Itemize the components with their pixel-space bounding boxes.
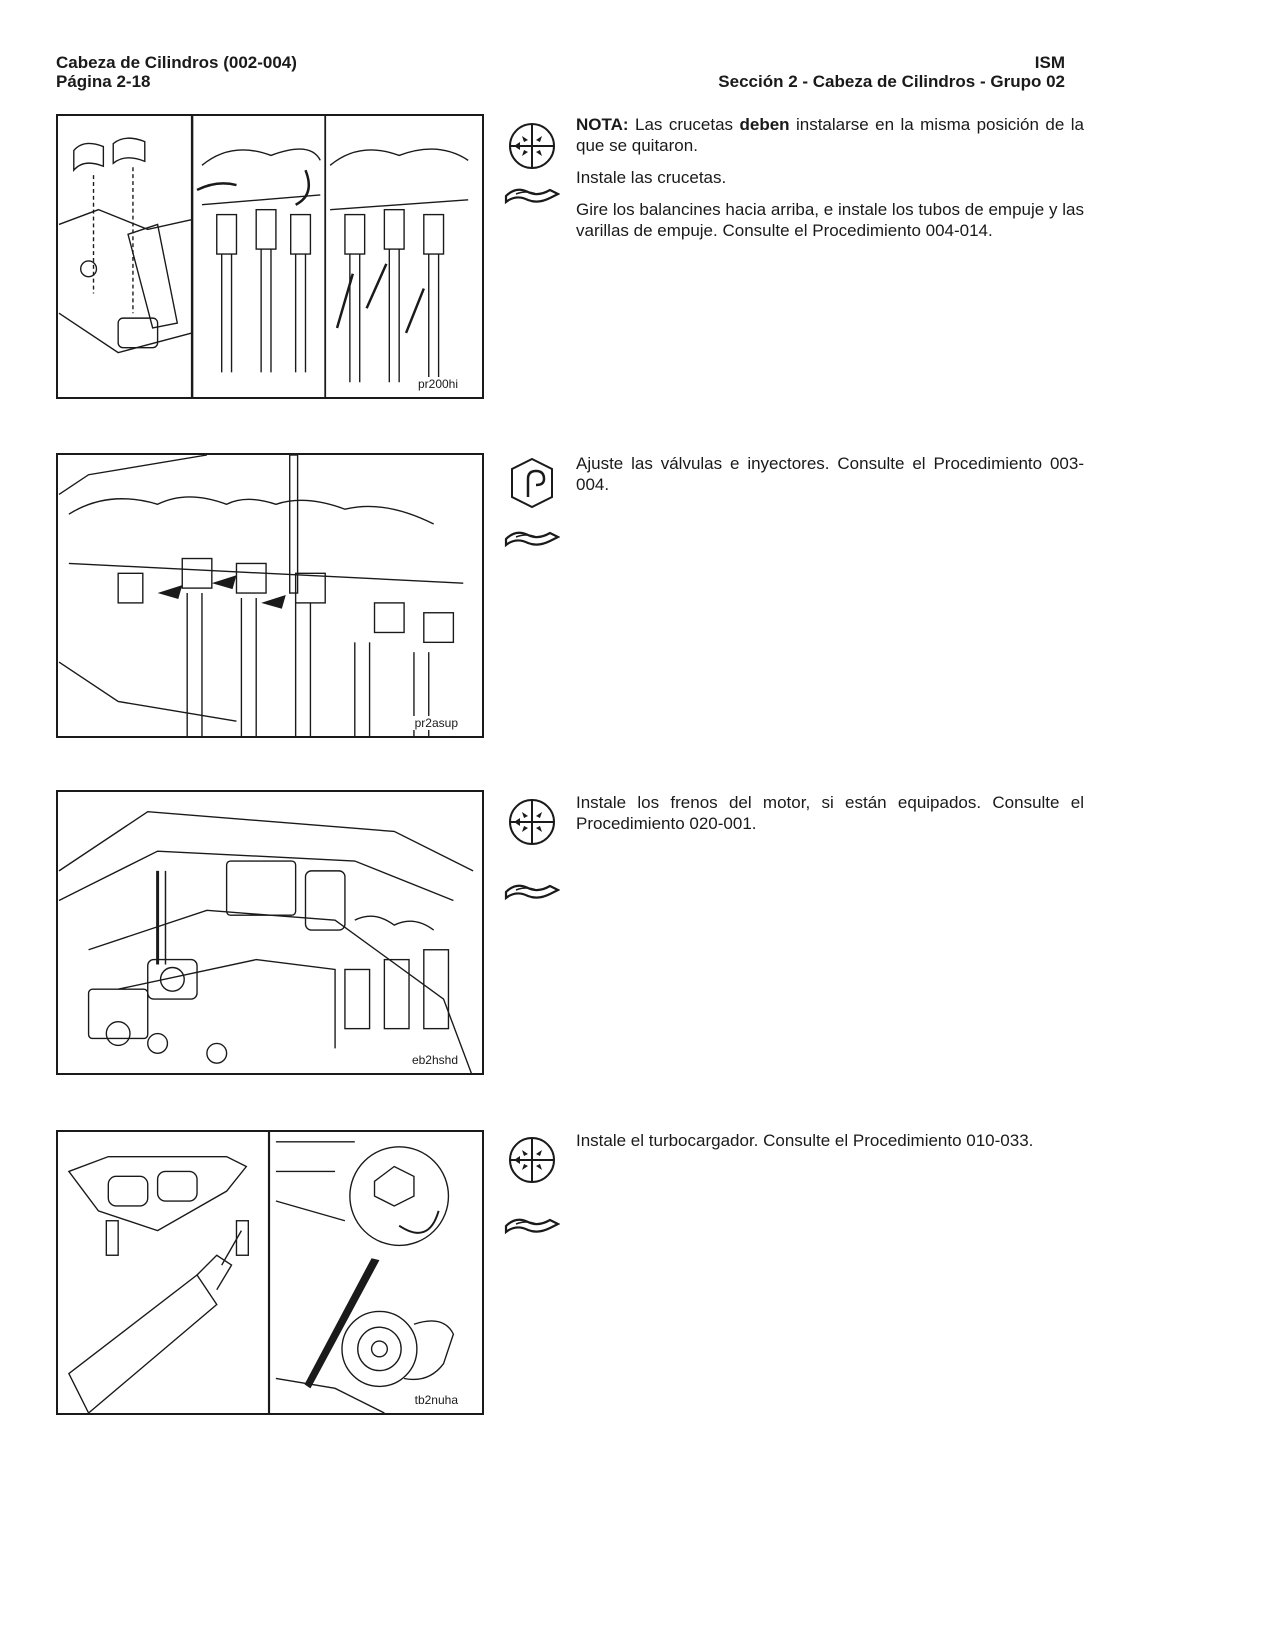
page-header-left: Cabeza de Cilindros (002-004) Página 2-1… — [56, 53, 297, 91]
note-label: NOTA: — [576, 115, 629, 134]
engine-illustration — [58, 116, 469, 397]
instruction-adjust-valves: Ajuste las válvulas e inyectores. Consul… — [576, 454, 1084, 494]
figure-code: pr2asup — [412, 716, 460, 730]
step-4-text: Instale el turbocargador. Consulte el Pr… — [576, 1130, 1084, 1162]
install-tool-icon — [509, 123, 555, 169]
step-2-text: Ajuste las válvulas e inyectores. Consul… — [576, 453, 1084, 506]
step-3-icons — [504, 794, 560, 902]
instruction-install-pushrods: Gire los balancines hacia arriba, e inst… — [576, 200, 1084, 240]
wrench-icon — [504, 531, 560, 548]
engine-illustration — [58, 455, 464, 736]
step-1-icons — [504, 118, 560, 206]
step-2-icons — [504, 455, 560, 549]
install-tool-icon — [509, 799, 555, 845]
figure-code: eb2hshd — [409, 1053, 460, 1067]
figure-code: tb2nuha — [412, 1393, 460, 1407]
figure-crossheads-install: pr200hi — [56, 114, 484, 399]
note-paragraph: NOTA: Las crucetas deben instalarse en l… — [576, 115, 1084, 155]
section-title: Cabeza de Cilindros (002-004) — [56, 53, 297, 72]
figure-code: pr200hi — [415, 377, 460, 391]
wrench-icon — [504, 188, 560, 205]
instruction-install-crossheads: Instale las crucetas. — [576, 168, 727, 187]
step-4-icons — [504, 1132, 560, 1236]
figure-valve-adjust: pr2asup — [56, 453, 484, 738]
page-header-right: ISM Sección 2 - Cabeza de Cilindros - Gr… — [718, 53, 1065, 91]
instruction-install-brakes: Instale los frenos del motor, si están e… — [576, 793, 1084, 833]
note-emphasis: deben — [739, 115, 790, 134]
figure-engine-brakes: eb2hshd — [56, 790, 484, 1075]
figure-turbocharger: tb2nuha — [56, 1130, 484, 1415]
step-3-text: Instale los frenos del motor, si están e… — [576, 792, 1084, 845]
page-number: Página 2-18 — [56, 72, 151, 91]
adjust-hook-icon — [511, 457, 553, 509]
engine-illustration — [67, 1132, 455, 1413]
engine-model: ISM — [1034, 53, 1065, 72]
instruction-install-turbo: Instale el turbocargador. Consulte el Pr… — [576, 1131, 1034, 1150]
install-tool-icon — [509, 1137, 555, 1183]
step-1-text: NOTA: Las crucetas deben instalarse en l… — [576, 114, 1084, 252]
engine-illustration — [58, 811, 474, 1073]
section-group-title: Sección 2 - Cabeza de Cilindros - Grupo … — [718, 72, 1065, 91]
wrench-icon — [504, 1218, 560, 1235]
wrench-icon — [504, 884, 560, 901]
